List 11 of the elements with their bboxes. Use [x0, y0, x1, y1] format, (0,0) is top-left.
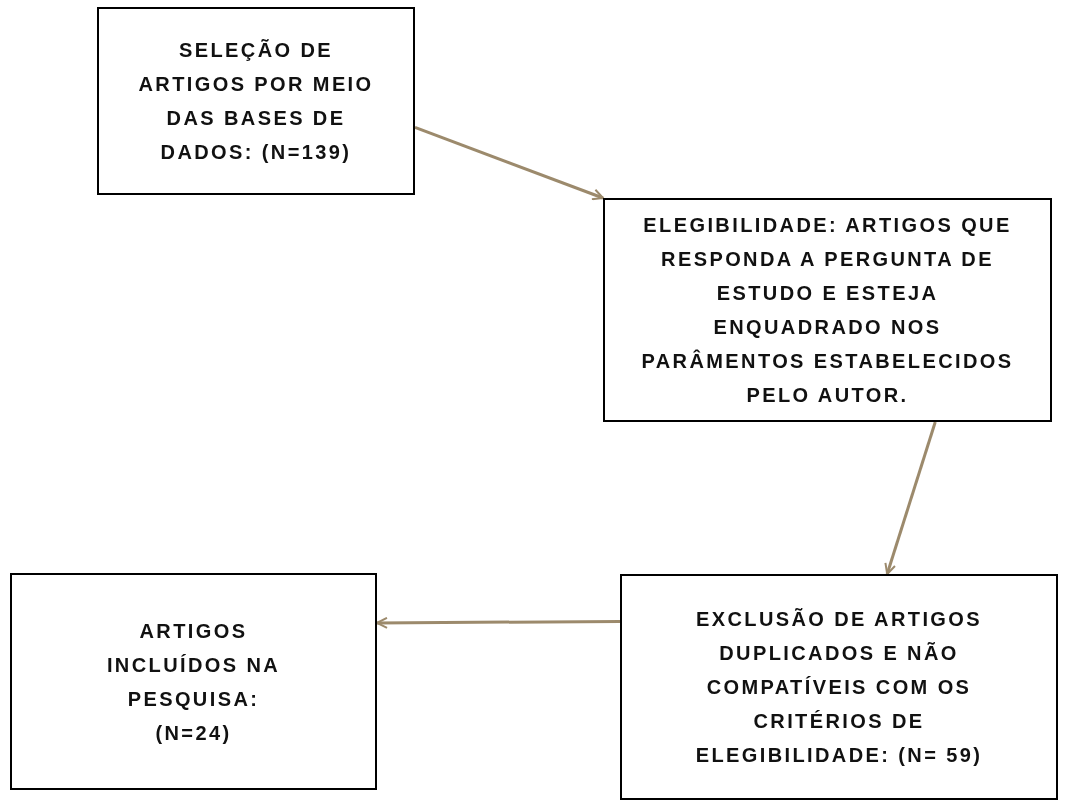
arrow	[376, 616, 620, 629]
process-box	[603, 198, 1052, 422]
box-text: ARTIGOS INCLUÍDOS NA PESQUISA: (N=24)	[105, 618, 282, 746]
arrow	[414, 125, 604, 201]
box-text: SELEÇÃO DE ARTIGOS POR MEIO DAS BASES DE DADOS: (N=139)	[137, 38, 375, 165]
box-text: EXCLUSÃO DE ARTIGOS DUPLICADOS E NÃO COMPATÍVEIS COM OS CRITÉRIOS DE ELEGIBILIDADE: (N= 59)	[694, 607, 984, 768]
process-box	[97, 7, 415, 195]
process-box	[10, 573, 377, 790]
box-text: ELEGIBILIDADE: ARTIGOS QUE RESPONDA A PERGUNTA DE ESTUDO E ESTEJA ENQUADRADO NOS PARÂMENTOS ESTABELECIDOS PELO AUTOR.	[640, 213, 1015, 408]
process-box	[620, 574, 1058, 800]
arrow	[884, 421, 937, 575]
